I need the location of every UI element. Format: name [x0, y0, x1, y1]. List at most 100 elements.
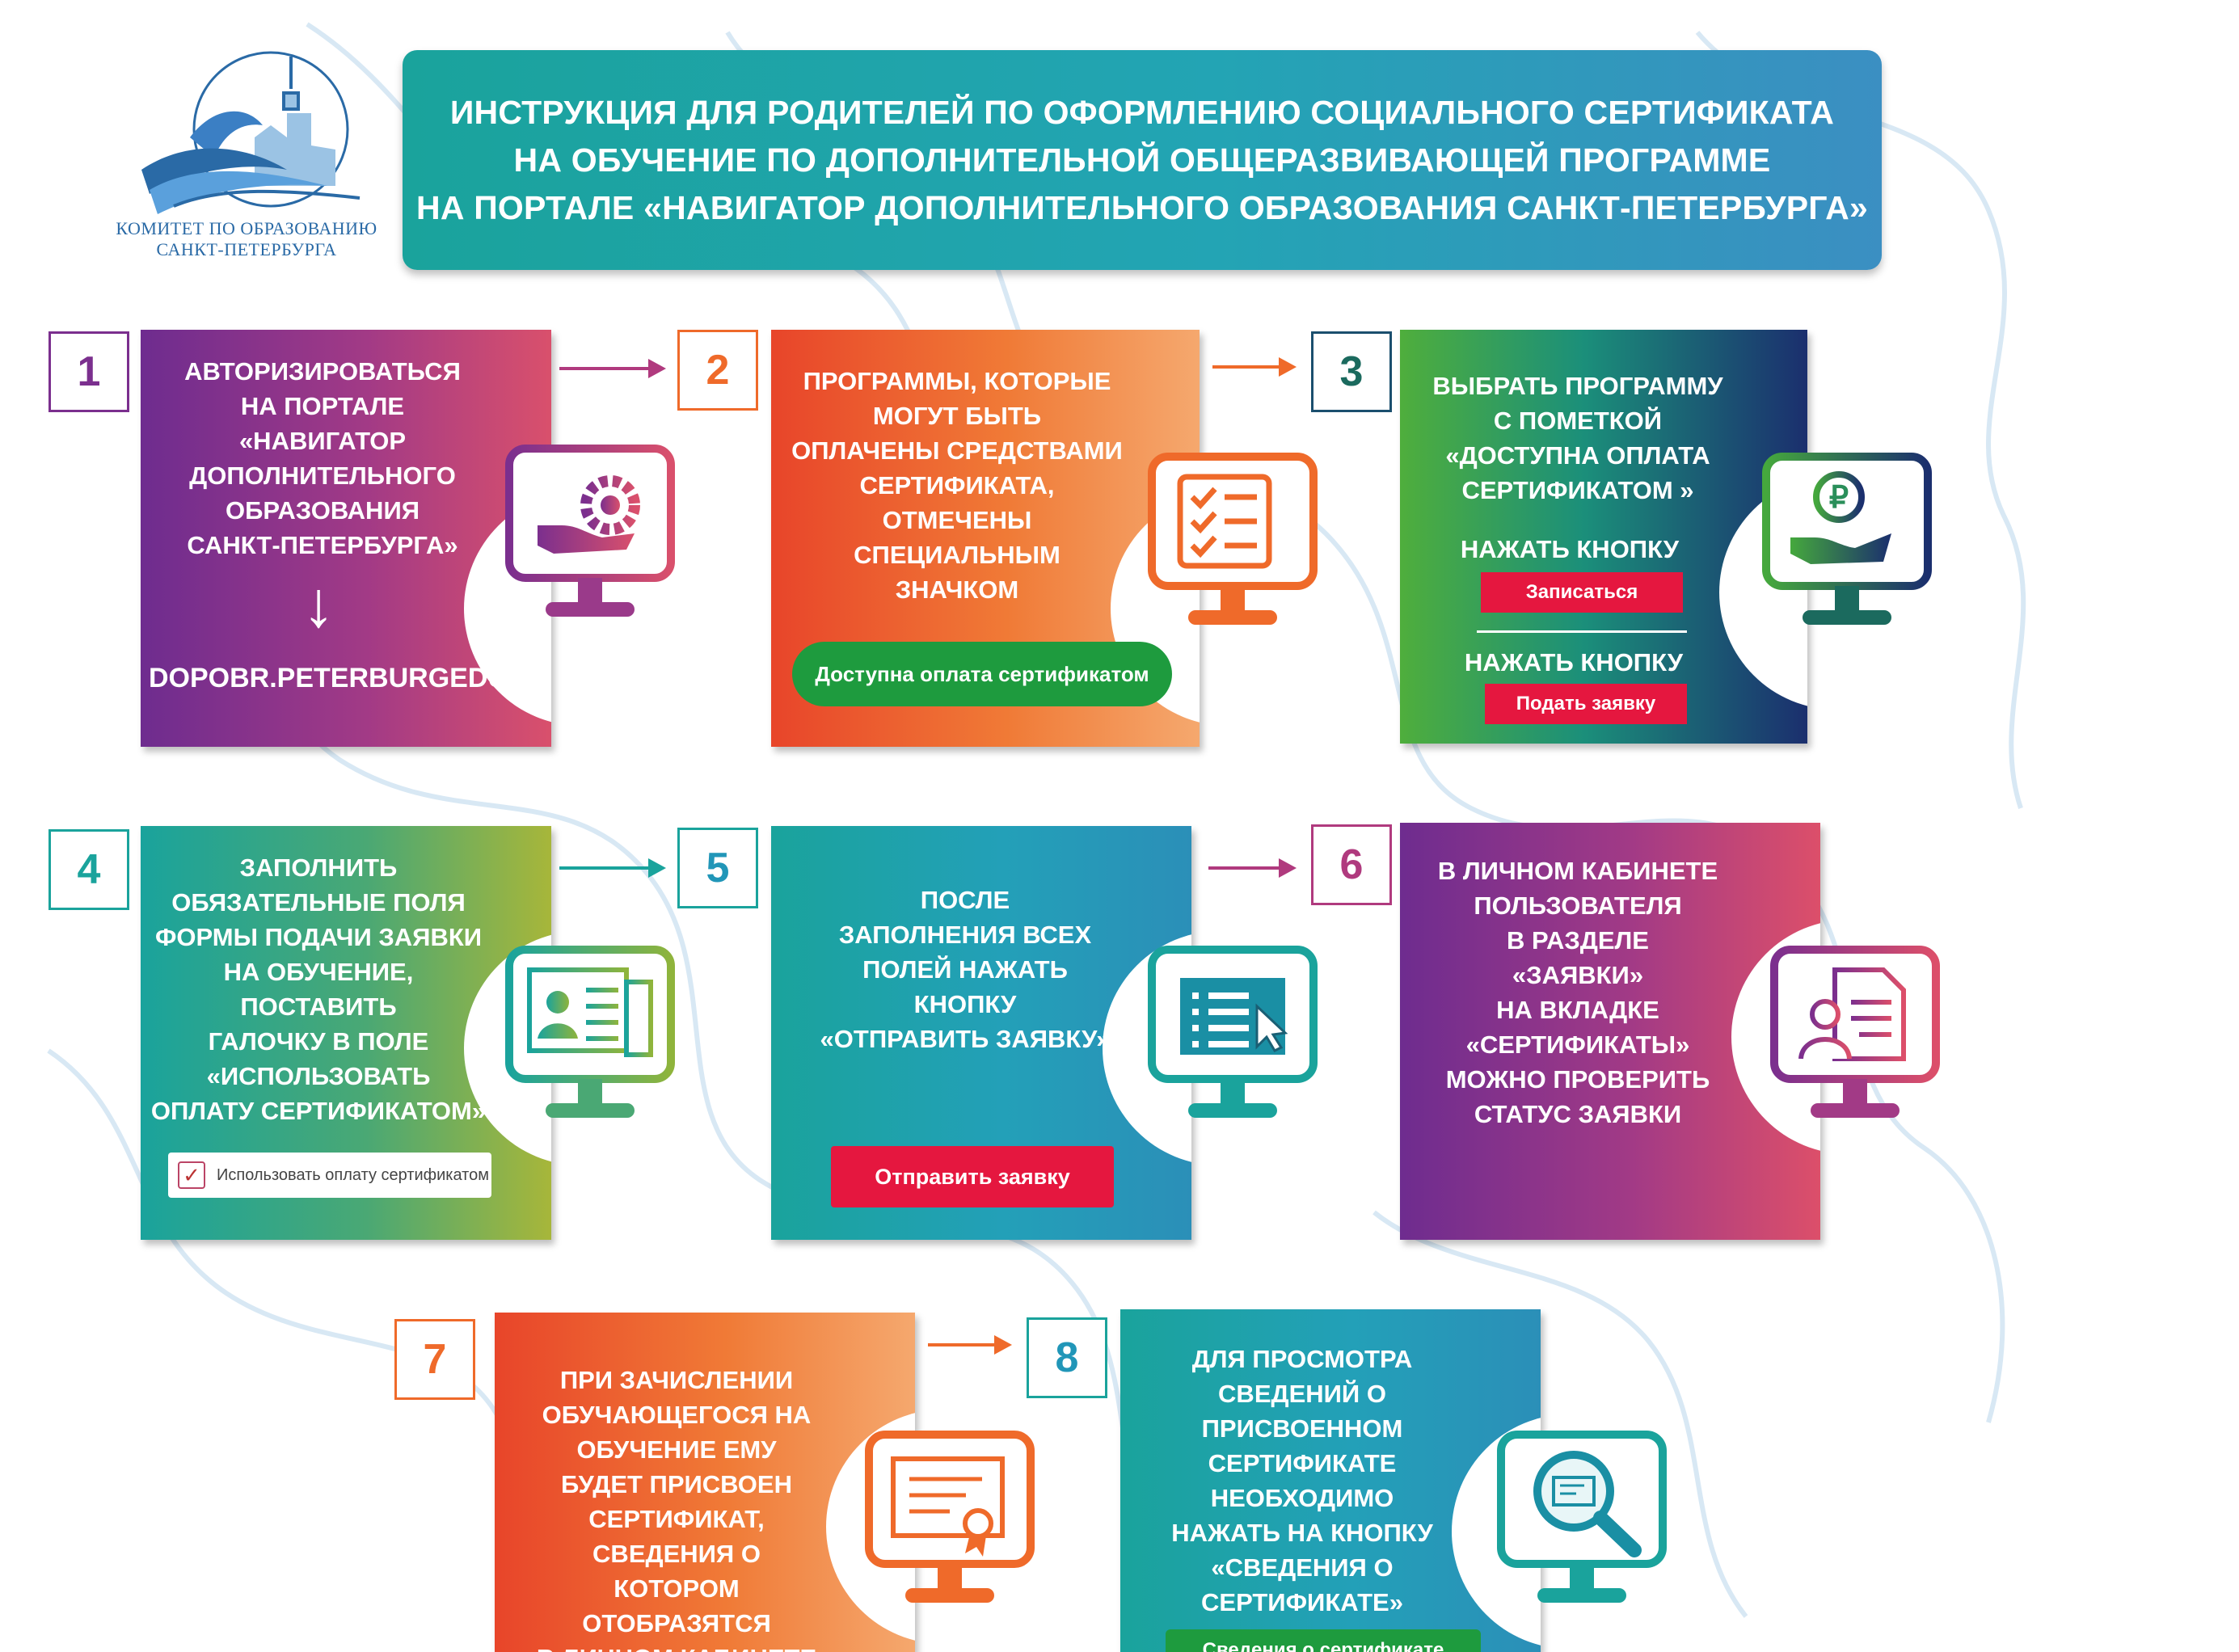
title-line-1: ИНСТРУКЦИЯ ДЛЯ РОДИТЕЛЕЙ ПО ОФОРМЛЕНИЮ С…	[449, 93, 1835, 131]
step-4-number: 4	[48, 829, 129, 910]
step-5-line: ПОЛЕЙ НАЖАТЬ	[862, 955, 1068, 984]
step-1-line: АВТОРИЗИРОВАТЬСЯ	[184, 357, 461, 386]
step-3-card: ВЫБРАТЬ ПРОГРАММУ С ПОМЕТКОЙ «ДОСТУПНА О…	[1400, 330, 1807, 744]
press-button-label-2: НАЖАТЬ КНОПКУ	[1464, 648, 1684, 676]
logo-caption-line1: КОМИТЕТ ПО ОБРАЗОВАНИЮ	[116, 218, 377, 238]
step-6-line: В ЛИЧНОМ КАБИНЕТЕ	[1437, 857, 1718, 885]
down-arrow-icon: ↓	[302, 568, 335, 640]
step-6-line: В РАЗДЕЛЕ	[1507, 926, 1649, 955]
step-4-line: ОПЛАТУ СЕРТИФИКАТОМ»	[150, 1097, 487, 1125]
step-6-line: ПОЛЬЗОВАТЕЛЯ	[1474, 891, 1682, 920]
step-2-line: ОТМЕЧЕНЫ	[882, 506, 1032, 534]
step-5-card: ПОСЛЕ ЗАПОЛНЕНИЯ ВСЕХ ПОЛЕЙ НАЖАТЬ КНОПК…	[771, 826, 1191, 1240]
step-1-line: ОБРАЗОВАНИЯ	[225, 496, 420, 525]
step-7-line: СЕРТИФИКАТ,	[588, 1505, 765, 1533]
step-8-line: ПРИСВОЕННОМ	[1201, 1414, 1403, 1443]
step-4-line: ГАЛОЧКУ В ПОЛЕ	[208, 1027, 429, 1056]
step-1-number: 1	[48, 331, 129, 412]
arrow-4-to-5	[559, 858, 666, 878]
send-application-button[interactable]: Отправить заявку	[831, 1146, 1114, 1207]
step-8-line: ДЛЯ ПРОСМОТРА	[1191, 1345, 1413, 1373]
step-1-card: АВТОРИЗИРОВАТЬСЯ НА ПОРТАЛЕ «НАВИГАТОР Д…	[141, 330, 551, 747]
step-2-line: ПРОГРАММЫ, КОТОРЫЕ	[803, 367, 1111, 395]
arrow-5-to-6	[1208, 858, 1297, 878]
step-2-line: СЕРТИФИКАТА,	[859, 471, 1055, 499]
step-7-line: ПРИ ЗАЧИСЛЕНИИ	[559, 1366, 794, 1394]
step-7-line: БУДЕТ ПРИСВОЕН	[561, 1470, 792, 1498]
step-5-line: ПОСЛЕ	[920, 886, 1010, 914]
step-5-number: 5	[677, 828, 758, 908]
step-1-line: «НАВИГАТОР	[238, 427, 407, 455]
step-3-line: ВЫБРАТЬ ПРОГРАММУ	[1432, 372, 1723, 400]
step-7-line: ОТОБРАЗЯТСЯ	[582, 1609, 771, 1637]
press-button-label-1: НАЖАТЬ КНОПКУ	[1460, 535, 1680, 563]
enroll-button[interactable]: Записаться	[1481, 572, 1683, 613]
submit-application-button[interactable]: Подать заявку	[1485, 684, 1687, 724]
step-2-line: МОГУТ БЫТЬ	[872, 402, 1042, 430]
arrow-2-to-3	[1212, 357, 1297, 377]
step-3-line: СЕРТИФИКАТОМ »	[1461, 476, 1694, 504]
step-5-line: ЗАПОЛНЕНИЯ ВСЕХ	[838, 921, 1092, 949]
certificate-info-button[interactable]: Сведения о сертификате	[1166, 1629, 1481, 1652]
step-4-line: ОБЯЗАТЕЛЬНЫЕ ПОЛЯ	[171, 888, 466, 917]
step-3-line: «ДОСТУПНА ОПЛАТА	[1445, 441, 1710, 470]
step-6-line: МОЖНО ПРОВЕРИТЬ	[1445, 1065, 1710, 1094]
use-certificate-checkbox-row[interactable]: ✓ Использовать оплату сертификатом	[168, 1153, 491, 1198]
step-7-line: КОТОРОМ	[614, 1574, 740, 1603]
title-line-2: НА ОБУЧЕНИЕ ПО ДОПОЛНИТЕЛЬНОЙ ОБЩЕРАЗВИВ…	[513, 141, 1771, 179]
user-document-icon	[1770, 946, 1940, 1118]
step-8-line: СЕРТИФИКАТЕ	[1208, 1449, 1397, 1477]
step-5-line: «ОТПРАВИТЬ ЗАЯВКУ»	[820, 1025, 1111, 1053]
step-2-line: СПЕЦИАЛЬНЫМ	[854, 541, 1060, 569]
step-4-line: НА ОБУЧЕНИЕ,	[223, 958, 414, 986]
certificate-icon	[865, 1431, 1035, 1603]
step-7-line: ОБУЧЕНИЕ ЕМУ	[576, 1435, 777, 1464]
step-7-line: В ЛИЧНОМ КАБИНЕТЕ	[503, 1641, 850, 1652]
step-1-line: САНКТ-ПЕТЕРБУРГА»	[187, 531, 458, 559]
step-6-line: СТАТУС ЗАЯВКИ	[1474, 1100, 1682, 1128]
step-7-line: ОБУЧАЮЩЕГОСЯ НА	[542, 1401, 812, 1429]
spb-emblem-icon	[141, 51, 361, 214]
step-5-line: КНОПКУ	[913, 990, 1017, 1018]
logo-caption-line2: САНКТ-ПЕТЕРБУРГА	[156, 239, 337, 259]
step-8-line: СВЕДЕНИЙ О	[1218, 1380, 1386, 1408]
step-2-line: ОПЛАЧЕНЫ СРЕДСТВАМИ	[791, 436, 1123, 465]
step-8-text: ДЛЯ ПРОСМОТРА СВЕДЕНИЙ О ПРИСВОЕННОМ СЕР…	[1128, 1342, 1476, 1620]
step-6-line: «ЗАЯВКИ»	[1512, 961, 1644, 989]
step-3-line: С ПОМЕТКОЙ	[1493, 407, 1663, 435]
step-4-line: «ИСПОЛЬЗОВАТЬ	[206, 1062, 431, 1090]
step-6-line: НА ВКЛАДКЕ	[1496, 996, 1659, 1024]
hand-gear-icon	[505, 445, 675, 617]
arrow-1-to-2	[559, 359, 666, 378]
form-profile-icon	[505, 946, 675, 1118]
checkbox-label: Использовать оплату сертификатом	[217, 1165, 489, 1184]
step-1-line: НА ПОРТАЛЕ	[240, 392, 405, 420]
checklist-icon	[1148, 453, 1318, 625]
step-7-number: 7	[394, 1319, 475, 1400]
step-4-text: ЗАПОЛНИТЬ ОБЯЗАТЕЛЬНЫЕ ПОЛЯ ФОРМЫ ПОДАЧИ…	[141, 850, 496, 1128]
step-2-line: ЗНАЧКОМ	[895, 575, 1019, 604]
step-3-text: ВЫБРАТЬ ПРОГРАММУ С ПОМЕТКОЙ «ДОСТУПНА О…	[1408, 369, 1748, 508]
title-banner: ИНСТРУКЦИЯ ДЛЯ РОДИТЕЛЕЙ ПО ОФОРМЛЕНИЮ С…	[403, 50, 1882, 270]
step-4-line: ФОРМЫ ПОДАЧИ ЗАЯВКИ	[154, 923, 483, 951]
step-7-text: ПРИ ЗАЧИСЛЕНИИ ОБУЧАЮЩЕГОСЯ НА ОБУЧЕНИЕ …	[503, 1363, 850, 1652]
title-line-3: НА ПОРТАЛЕ «НАВИГАТОР ДОПОЛНИТЕЛЬНОГО ОБ…	[416, 188, 1868, 226]
step-6-card: В ЛИЧНОМ КАБИНЕТЕ ПОЛЬЗОВАТЕЛЯ В РАЗДЕЛЕ…	[1400, 823, 1820, 1240]
step-4-card: ЗАПОЛНИТЬ ОБЯЗАТЕЛЬНЫЕ ПОЛЯ ФОРМЫ ПОДАЧИ…	[141, 826, 551, 1240]
step-8-number: 8	[1027, 1317, 1107, 1398]
portal-url[interactable]: DOPOBR.PETERBURGEDU.RU	[149, 663, 551, 693]
divider	[1477, 630, 1687, 633]
step-7-card: ПРИ ЗАЧИСЛЕНИИ ОБУЧАЮЩЕГОСЯ НА ОБУЧЕНИЕ …	[495, 1313, 915, 1652]
step-6-text: В ЛИЧНОМ КАБИНЕТЕ ПОЛЬЗОВАТЕЛЯ В РАЗДЕЛЕ…	[1408, 853, 1748, 1132]
step-4-line: ПОСТАВИТЬ	[240, 992, 397, 1021]
step-5-text: ПОСЛЕ ЗАПОЛНЕНИЯ ВСЕХ ПОЛЕЙ НАЖАТЬ КНОПК…	[795, 883, 1135, 1056]
step-8-line: НАЖАТЬ НА КНОПКУ	[1171, 1519, 1433, 1547]
checkbox-checked-icon[interactable]: ✓	[178, 1161, 205, 1189]
step-2-text: ПРОГРАММЫ, КОТОРЫЕ МОГУТ БЫТЬ ОПЛАЧЕНЫ С…	[787, 364, 1127, 607]
step-8-line: СЕРТИФИКАТЕ»	[1201, 1588, 1403, 1616]
step-8-card: ДЛЯ ПРОСМОТРА СВЕДЕНИЙ О ПРИСВОЕННОМ СЕР…	[1120, 1309, 1541, 1652]
committee-logo: КОМИТЕТ ПО ОБРАЗОВАНИЮ САНКТ-ПЕТЕРБУРГА	[89, 48, 404, 283]
step-8-line: НЕОБХОДИМО	[1210, 1484, 1394, 1512]
step-2-number: 2	[677, 330, 758, 411]
arrow-7-to-8	[928, 1335, 1012, 1355]
